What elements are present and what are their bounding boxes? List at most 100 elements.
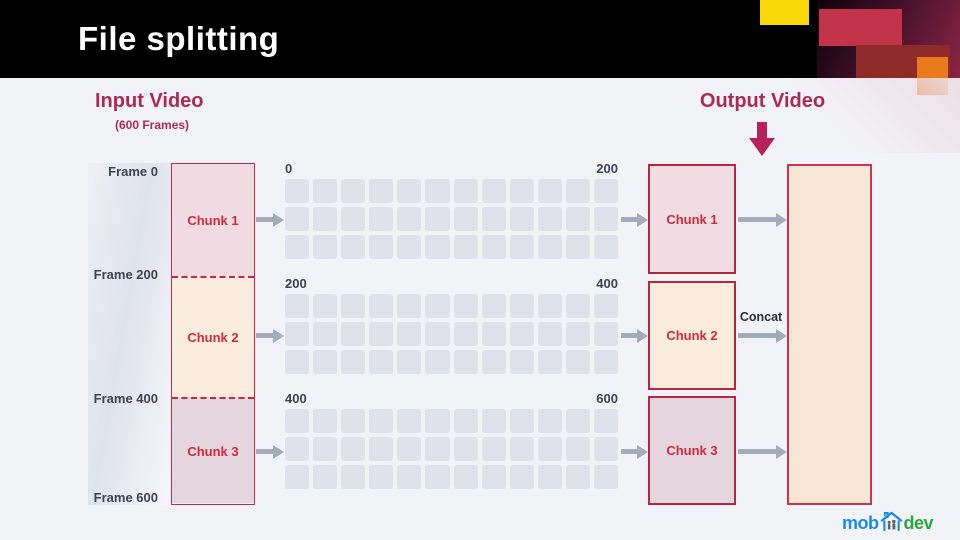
frame-cell xyxy=(509,437,534,461)
frame-cell xyxy=(285,437,310,461)
frame-cell xyxy=(425,409,450,433)
right-arrow-icon xyxy=(621,333,637,338)
pink-wash-gradient xyxy=(780,78,960,153)
input-chunk-1-label: Chunk 1 xyxy=(187,212,239,228)
frame-cell xyxy=(313,235,338,259)
frame-cell xyxy=(313,437,338,461)
frame-cell xyxy=(565,294,590,318)
down-arrow-icon xyxy=(747,122,777,161)
frame-cell xyxy=(481,179,506,203)
frame-cell xyxy=(369,350,394,374)
frame-cell xyxy=(285,465,310,489)
frame-cell xyxy=(425,207,450,231)
frame-cell xyxy=(593,179,618,203)
frame-cell xyxy=(453,409,478,433)
frame-cell xyxy=(285,350,310,374)
frame-cell xyxy=(341,350,366,374)
frame-cell xyxy=(369,294,394,318)
input-chunk-3: Chunk 3 xyxy=(172,397,254,503)
frame-cell xyxy=(481,294,506,318)
frame-cell xyxy=(565,437,590,461)
output-chunk-1: Chunk 1 xyxy=(648,164,736,274)
frame-cell xyxy=(537,322,562,346)
frame-cell xyxy=(341,207,366,231)
page-title: File splitting xyxy=(78,20,280,57)
frame-cell xyxy=(425,322,450,346)
frame-cell xyxy=(537,350,562,374)
input-chunk-1: Chunk 1 xyxy=(172,164,254,276)
frame-cell xyxy=(397,179,422,203)
frame-cell xyxy=(341,465,366,489)
frame-cell xyxy=(565,179,590,203)
frame-cell xyxy=(509,350,534,374)
frame-cell xyxy=(313,207,338,231)
grid-2-start-label: 200 xyxy=(285,276,307,291)
frame-cell xyxy=(509,322,534,346)
output-video-heading: Output Video xyxy=(699,90,826,112)
frame-cell xyxy=(285,322,310,346)
frame-cell xyxy=(425,235,450,259)
frame-cell xyxy=(369,437,394,461)
input-chunk-2-label: Chunk 2 xyxy=(187,330,239,345)
grid-1-start-label: 0 xyxy=(285,161,293,176)
input-video-heading: Input Video xyxy=(95,90,204,112)
frame-cell xyxy=(593,322,618,346)
frame-cell xyxy=(537,207,562,231)
input-frames-subheading: (600 Frames) xyxy=(115,118,190,132)
frame-cell xyxy=(537,235,562,259)
frame-cell xyxy=(369,465,394,489)
right-arrow-icon xyxy=(621,217,637,222)
frame-cell xyxy=(369,235,394,259)
frame-cell xyxy=(313,322,338,346)
frame-grid-group-2: 200 400 xyxy=(285,276,618,374)
frame-cell xyxy=(453,235,478,259)
grid-3-end-label: 600 xyxy=(596,391,618,406)
frame-cell xyxy=(453,350,478,374)
frame-cell xyxy=(509,409,534,433)
frame-label-200: Frame 200 xyxy=(93,267,158,282)
frame-cell xyxy=(453,322,478,346)
frame-cell xyxy=(397,437,422,461)
frame-cell xyxy=(481,207,506,231)
grid-2-end-label: 400 xyxy=(596,276,618,291)
output-chunk-3: Chunk 3 xyxy=(648,396,736,505)
frame-cell xyxy=(453,207,478,231)
frame-cell xyxy=(481,350,506,374)
input-chunk-2: Chunk 2 xyxy=(172,276,254,397)
frame-cell xyxy=(565,409,590,433)
frame-cell xyxy=(341,294,366,318)
right-arrow-icon xyxy=(256,217,273,222)
frame-cell xyxy=(593,350,618,374)
frame-cell xyxy=(593,207,618,231)
frame-cell xyxy=(481,322,506,346)
frame-cell xyxy=(425,350,450,374)
frame-cell xyxy=(509,179,534,203)
frame-cell xyxy=(425,179,450,203)
frame-cell xyxy=(453,294,478,318)
frame-cell xyxy=(537,465,562,489)
concat-label: Concat xyxy=(739,310,783,324)
frame-cell xyxy=(425,465,450,489)
frame-cell xyxy=(537,294,562,318)
frame-cell xyxy=(313,465,338,489)
frame-cell xyxy=(565,350,590,374)
frame-cell xyxy=(397,322,422,346)
frame-cell xyxy=(313,179,338,203)
frame-label-0: Frame 0 xyxy=(108,164,158,179)
frame-grid-2 xyxy=(285,294,618,374)
frame-cell xyxy=(285,207,310,231)
right-arrow-icon xyxy=(738,449,776,454)
grid-3-start-label: 400 xyxy=(285,391,307,406)
frame-grid-3 xyxy=(285,409,618,489)
frame-cell xyxy=(313,409,338,433)
frame-cell xyxy=(313,294,338,318)
frame-cell xyxy=(509,235,534,259)
frame-cell xyxy=(341,235,366,259)
house-icon xyxy=(880,511,903,536)
frame-cell xyxy=(369,322,394,346)
frame-cell xyxy=(453,465,478,489)
frame-grid-group-1: 0 200 xyxy=(285,161,618,259)
frame-cell xyxy=(481,235,506,259)
output-chunk-1-label: Chunk 1 xyxy=(666,211,718,227)
input-chunk-3-label: Chunk 3 xyxy=(187,443,239,459)
